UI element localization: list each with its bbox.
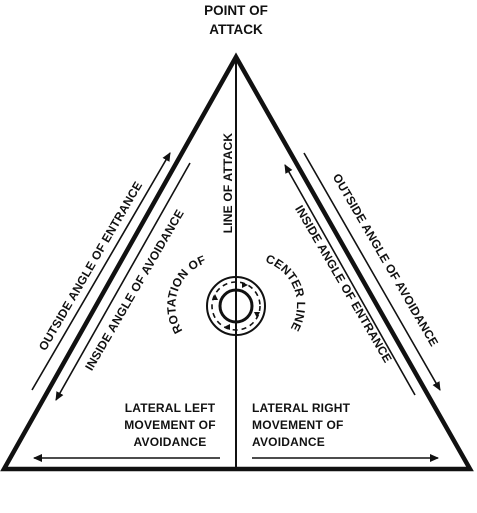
rotation-arrowhead-bottom	[224, 324, 230, 330]
line-of-attack-label: LINE OF ATTACK	[221, 133, 235, 234]
rotation-arrowhead-top	[242, 282, 248, 288]
rotation-outer-ring	[206, 276, 266, 336]
title-line-1: POINT OF	[204, 3, 268, 18]
title-line-2: ATTACK	[209, 22, 263, 37]
lateral-left-line-3: AVOIDANCE	[134, 435, 207, 449]
center-line-label: CENTER LINE	[264, 252, 308, 334]
lateral-left-line-2: MOVEMENT OF	[124, 418, 216, 432]
rotation-of-label: ROTATION OF	[164, 253, 207, 337]
rotation-arrowhead-left	[212, 294, 218, 300]
inside-angle-of-avoidance-arrow	[55, 162, 191, 401]
rotation-dashed-ring	[211, 281, 261, 331]
outside-angle-of-entrance-label: OUTSIDE ANGLE OF ENTRANCE	[36, 179, 145, 353]
rotation-arrowhead-right	[254, 312, 260, 318]
rotation-inner-ring	[218, 288, 254, 324]
rotation-icon	[206, 276, 266, 336]
lateral-right-line-2: MOVEMENT OF	[252, 418, 344, 432]
outside-angle-of-avoidance-arrow	[303, 152, 441, 391]
lateral-right-line-3: AVOIDANCE	[252, 435, 325, 449]
outside-angle-of-entrance-arrow	[31, 152, 171, 391]
inside-angle-of-avoidance-label: INSIDE ANGLE OF AVOIDANCE	[82, 207, 187, 373]
lateral-left-line-1: LATERAL LEFT	[125, 401, 216, 415]
lateral-right-line-1: LATERAL RIGHT	[252, 401, 351, 415]
inside-angle-of-entrance-arrow	[284, 164, 416, 396]
